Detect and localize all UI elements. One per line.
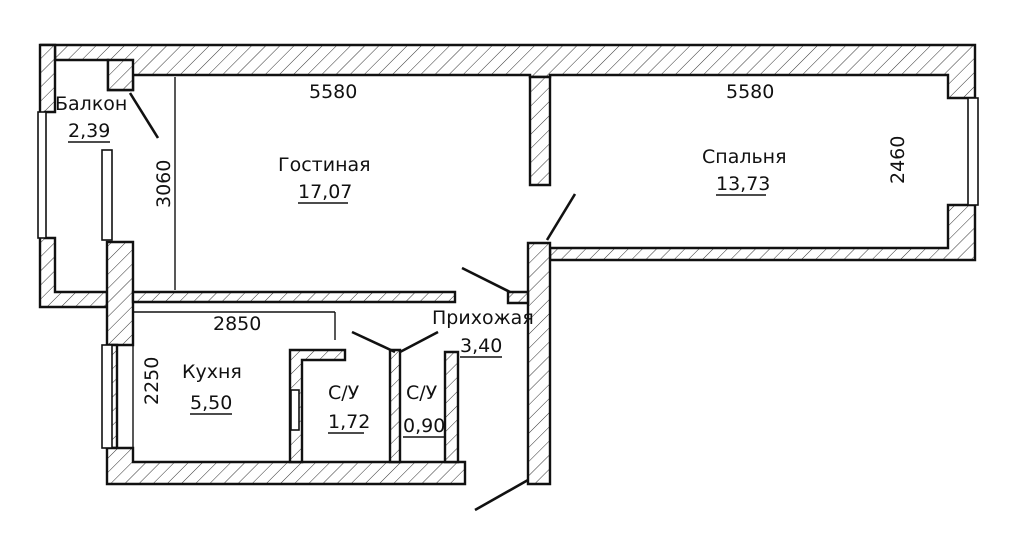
wall-top xyxy=(40,43,977,100)
wall-left-middle xyxy=(105,240,135,347)
dim-bedroom-depth: 2460 xyxy=(887,136,909,184)
balcony-name: Балкон xyxy=(55,93,127,115)
dim-bedroom-width: 5580 xyxy=(726,81,774,103)
room-labels: Балкон 2,39 Гостиная 17,07 Спальня 13,73… xyxy=(55,93,787,438)
wall-living-bedroom xyxy=(528,75,552,187)
hall-name: Прихожая xyxy=(432,307,534,329)
inner-lines xyxy=(132,77,336,462)
wall-bath-divider xyxy=(388,348,402,464)
door-living xyxy=(461,266,511,294)
door-bath2 xyxy=(399,330,439,354)
dim-living-depth: 3060 xyxy=(153,160,175,208)
window-kitchen xyxy=(101,344,113,449)
wall-balcony-inner-top xyxy=(106,58,135,92)
window-bedroom xyxy=(967,97,979,206)
door-bedroom xyxy=(545,193,577,241)
doors xyxy=(128,92,577,512)
wall-hall-right xyxy=(526,241,552,486)
kitchen-area: 5,50 xyxy=(190,392,232,414)
balcony-area: 2,39 xyxy=(68,120,110,142)
bedroom-name: Спальня xyxy=(702,146,787,168)
door-entrance xyxy=(474,478,529,512)
door-balcony xyxy=(128,92,160,139)
hall-area: 3,40 xyxy=(460,335,502,357)
living-name: Гостиная xyxy=(278,154,371,176)
living-area: 17,07 xyxy=(298,181,352,203)
wall-balcony-left xyxy=(38,43,109,309)
wall-living-kitchen xyxy=(131,290,457,304)
dim-kitchen-width: 2850 xyxy=(213,313,261,335)
door-bath1 xyxy=(351,330,396,354)
dim-living-width: 5580 xyxy=(309,81,357,103)
wall-bath1-top xyxy=(288,348,347,464)
wall-bottom-left xyxy=(105,446,467,486)
bath2-name: С/У xyxy=(406,382,438,404)
walls xyxy=(38,43,977,486)
window-balcony-inner xyxy=(101,149,113,241)
bath2-area: 0,90 xyxy=(403,415,445,437)
wall-hall-notch xyxy=(506,290,530,305)
bedroom-area: 13,73 xyxy=(716,173,770,195)
dim-kitchen-depth: 2250 xyxy=(141,357,163,405)
window-balcony xyxy=(37,111,47,239)
kitchen-name: Кухня xyxy=(182,361,242,383)
dimension-labels: 5580 5580 2850 3060 2460 2250 xyxy=(141,81,909,405)
windows xyxy=(37,97,979,449)
window-bath xyxy=(290,389,300,431)
bath1-area: 1,72 xyxy=(328,411,370,433)
wall-bedroom-right xyxy=(548,203,977,262)
bath1-name: С/У xyxy=(328,382,360,404)
wall-bath2-right xyxy=(443,350,460,464)
